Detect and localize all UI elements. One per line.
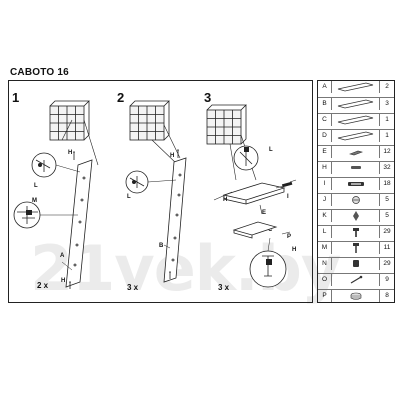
step-3-label-c: C: [268, 227, 273, 233]
step-1-shelf-thumbnail-icon: [49, 100, 90, 141]
cam-lock-icon: [332, 194, 379, 206]
step-2-label-h-top: H: [170, 153, 175, 159]
connector-bar-icon: [332, 178, 379, 190]
part-letter: M: [318, 242, 332, 254]
part-letter: O: [318, 274, 332, 286]
part-letter: H: [318, 162, 332, 174]
step-3-label-p: P: [287, 234, 292, 240]
step-2-quantity: 3 x: [127, 283, 139, 292]
parts-row: E 12: [318, 145, 394, 158]
dowel-icon: [332, 162, 379, 174]
parts-row: A 2: [318, 81, 394, 94]
part-letter: P: [318, 290, 332, 302]
step-1-label-h-bottom: H: [61, 278, 66, 284]
part-quantity: 29: [379, 226, 394, 238]
cam-bolt-icon: [332, 210, 379, 222]
part-quantity: 1: [379, 130, 394, 142]
part-letter: I: [318, 178, 332, 190]
screw-icon: [332, 242, 379, 254]
part-letter: D: [318, 130, 332, 142]
step-3-label-h-2: H: [292, 247, 297, 253]
long-board-icon: [332, 98, 379, 110]
small-panel-icon: [332, 146, 379, 158]
part-letter: N: [318, 258, 332, 270]
step-1-label-l: L: [34, 183, 38, 189]
step-3-label-i: I: [287, 194, 289, 200]
part-letter: A: [318, 81, 332, 93]
part-quantity: 8: [379, 290, 394, 302]
part-letter: B: [318, 98, 332, 110]
step-3-label-h: H: [223, 197, 228, 203]
cam-nut-icon: [332, 226, 379, 238]
parts-row: M 11: [318, 241, 394, 254]
long-board-icon: [332, 130, 379, 142]
step-1-label-a: A: [60, 253, 65, 259]
foot-icon: [332, 258, 379, 270]
parts-row: I 18: [318, 177, 394, 190]
parts-row: C 1: [318, 113, 394, 126]
part-quantity: 18: [379, 178, 394, 190]
step-3-shelf-board-icon: [222, 182, 286, 239]
instructions-frame: [8, 80, 313, 303]
part-quantity: 12: [379, 146, 394, 158]
parts-row: K 5: [318, 209, 394, 222]
part-letter: C: [318, 114, 332, 126]
step-2-number: 2: [117, 90, 125, 105]
part-quantity: 5: [379, 194, 394, 206]
step-3-label-l: L: [269, 147, 273, 153]
part-quantity: 3: [379, 98, 394, 110]
step-2-side-panel-icon: [163, 157, 187, 283]
parts-row: H 32: [318, 161, 394, 174]
part-quantity: 32: [379, 162, 394, 174]
parts-row: P 8: [318, 289, 394, 302]
part-quantity: 11: [379, 242, 394, 254]
step-1-side-panel-icon: [65, 159, 93, 288]
step-2-shelf-thumbnail-icon: [129, 100, 170, 141]
part-quantity: 1: [379, 114, 394, 126]
long-board-icon: [332, 81, 379, 93]
part-letter: K: [318, 210, 332, 222]
part-quantity: 29: [379, 258, 394, 270]
parts-row: L 29: [318, 225, 394, 238]
parts-row: N 29: [318, 257, 394, 270]
long-board-icon: [332, 114, 379, 126]
step-2-label-b: B: [159, 243, 164, 249]
part-letter: L: [318, 226, 332, 238]
part-quantity: 9: [379, 274, 394, 286]
step-3-shelf-thumbnail-icon: [206, 104, 247, 145]
step-1-label-h-top: H: [68, 150, 73, 156]
step-3-number: 3: [204, 90, 212, 105]
step-3-label-e: E: [262, 210, 267, 216]
step-2-label-l: L: [127, 194, 131, 200]
parts-row: D 1: [318, 129, 394, 142]
part-quantity: 5: [379, 210, 394, 222]
part-letter: J: [318, 194, 332, 206]
product-title: CABOTO 16: [10, 67, 69, 78]
parts-row: B 3: [318, 97, 394, 110]
step-1-quantity: 2 x: [37, 281, 49, 290]
step-1-label-m: M: [32, 198, 37, 204]
part-letter: E: [318, 146, 332, 158]
parts-list: A 2 B 3 C 1 D 1 E 12 H 32 I 18 J 5 K 5: [317, 80, 395, 303]
step-3-quantity: 3 x: [218, 283, 230, 292]
part-quantity: 2: [379, 81, 394, 93]
parts-row: J 5: [318, 193, 394, 206]
parts-row: O 9: [318, 273, 394, 286]
step-1-number: 1: [12, 90, 20, 105]
glide-icon: [332, 290, 379, 302]
pin-icon: [332, 274, 379, 286]
